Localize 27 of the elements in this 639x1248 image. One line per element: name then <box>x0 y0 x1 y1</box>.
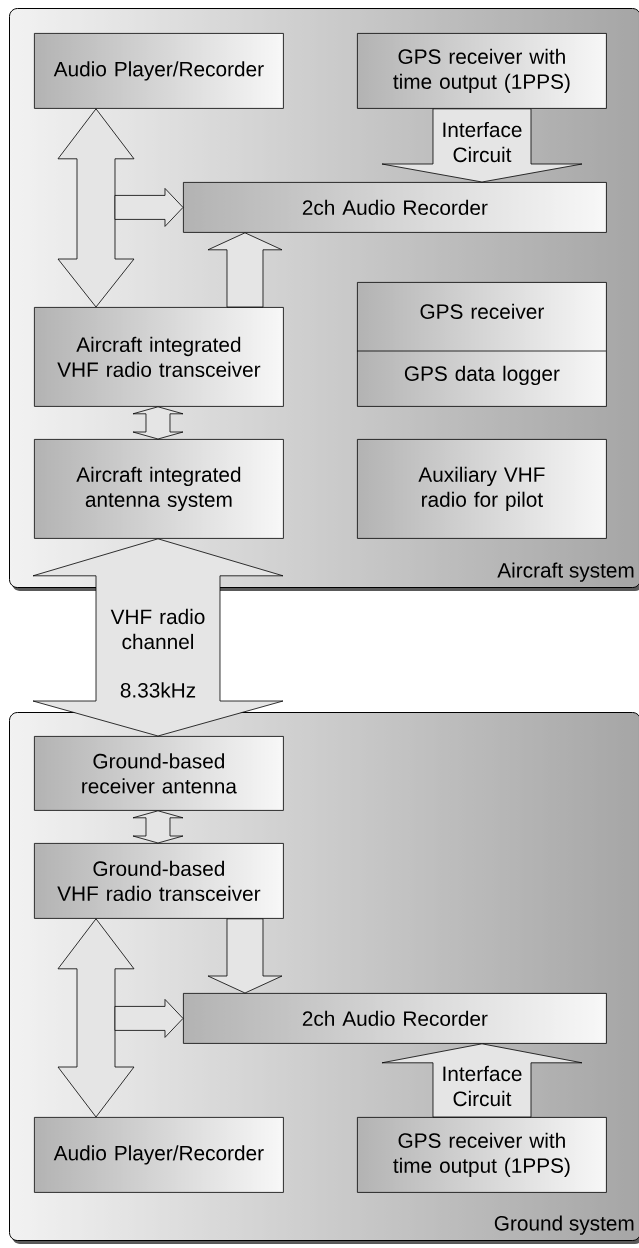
component-box: Aircraft integrated antenna system <box>34 439 284 539</box>
component-box: 2ch Audio Recorder <box>183 993 607 1044</box>
component-box: Audio Player/Recorder <box>34 33 284 109</box>
component-box: Aircraft integrated VHF radio transceiver <box>34 307 284 407</box>
block-arrow <box>114 999 184 1038</box>
block-arrow <box>207 918 283 994</box>
block-arrow <box>32 538 284 737</box>
component-box: GPS receiver with time output (1PPS) <box>357 33 607 109</box>
block-arrow <box>132 406 184 440</box>
block-arrow <box>381 1043 583 1118</box>
channel-label: 8.33kHz <box>120 682 196 698</box>
edge-label: Interface Circuit <box>443 121 522 163</box>
component-box: GPS receiver GPS data logger <box>356 282 607 407</box>
block-arrow <box>132 810 184 844</box>
component-box: 2ch Audio Recorder <box>183 182 607 233</box>
block-arrow <box>57 108 135 308</box>
block-arrow <box>207 232 283 308</box>
edge-label: Interface Circuit <box>443 1065 522 1107</box>
block-arrow <box>57 918 135 1118</box>
component-box: Audio Player/Recorder <box>34 1117 284 1193</box>
component-box: Ground-based receiver antenna <box>34 736 284 811</box>
component-box: GPS receiver with time output (1PPS) <box>357 1117 607 1193</box>
block-arrow <box>114 188 184 227</box>
block-arrow <box>381 108 583 183</box>
component-box: Auxiliary VHF radio for pilot <box>357 439 607 539</box>
component-box: Ground-based VHF radio transceiver <box>34 843 284 919</box>
edge-label: VHF radio channel <box>110 608 205 650</box>
